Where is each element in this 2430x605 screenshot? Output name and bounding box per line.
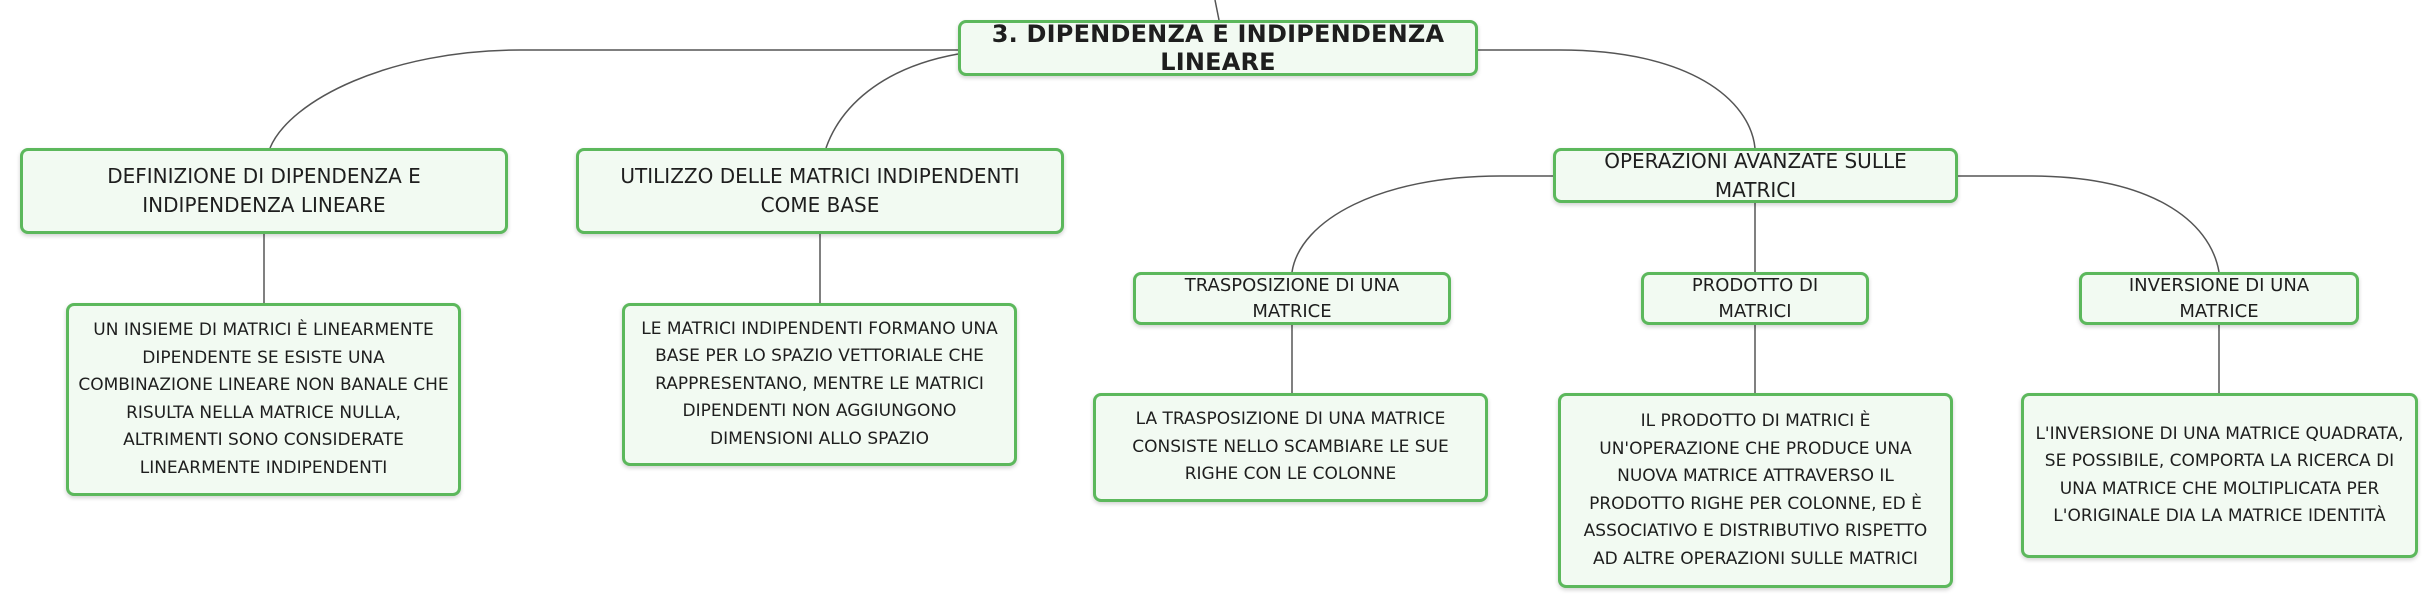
connector-root-utilizzo <box>825 53 959 149</box>
node-trasposizione-title: TRASPOSIZIONE DI UNA MATRICE <box>1184 274 1400 322</box>
desc-definizione[interactable]: UN INSIEME DI MATRICI È LINEARMENTE DIPE… <box>66 303 461 496</box>
node-inversione-title: INVERSIONE DI UNA MATRICE <box>2128 274 2310 322</box>
desc-utilizzo[interactable]: LE MATRICI INDIPENDENTI FORMANO UNA BASE… <box>622 303 1017 466</box>
desc-utilizzo-text: LE MATRICI INDIPENDENTI FORMANO UNA BASE… <box>641 318 998 449</box>
node-utilizzo-title: UTILIZZO DELLE MATRICI INDIPENDENTI COME… <box>620 164 1020 217</box>
desc-trasposizione[interactable]: LA TRASPOSIZIONE DI UNA MATRICE CONSISTE… <box>1093 393 1488 502</box>
connector-operazioni-trasposizione <box>1291 175 1553 273</box>
connector-root-operazioni <box>1478 49 1756 149</box>
connector-parent-root <box>1214 0 1220 21</box>
node-operazioni-title: OPERAZIONI AVANZATE SULLE MATRICI <box>1604 148 1907 202</box>
node-prodotto[interactable]: PRODOTTO DI MATRICI <box>1641 272 1869 325</box>
desc-definizione-text: UN INSIEME DI MATRICI È LINEARMENTE DIPE… <box>78 320 449 478</box>
connector-operazioni-inversione <box>1958 175 2220 273</box>
connector-root-definizione <box>269 49 958 149</box>
root-node[interactable]: 3. DIPENDENZA E INDIPENDENZA LINEARE <box>958 20 1478 76</box>
desc-prodotto-text: IL PRODOTTO DI MATRICI È UN'OPERAZIONE C… <box>1583 411 1928 569</box>
node-utilizzo[interactable]: UTILIZZO DELLE MATRICI INDIPENDENTI COME… <box>576 148 1064 234</box>
desc-inversione[interactable]: L'INVERSIONE DI UNA MATRICE QUADRATA, SE… <box>2021 393 2418 558</box>
node-definizione[interactable]: DEFINIZIONE DI DIPENDENZA E INDIPENDENZA… <box>20 148 508 234</box>
node-operazioni[interactable]: OPERAZIONI AVANZATE SULLE MATRICI <box>1553 148 1958 203</box>
desc-trasposizione-text: LA TRASPOSIZIONE DI UNA MATRICE CONSISTE… <box>1132 409 1449 485</box>
root-title: 3. DIPENDENZA E INDIPENDENZA LINEARE <box>991 20 1445 76</box>
node-trasposizione[interactable]: TRASPOSIZIONE DI UNA MATRICE <box>1133 272 1451 325</box>
node-inversione[interactable]: INVERSIONE DI UNA MATRICE <box>2079 272 2359 325</box>
desc-prodotto[interactable]: IL PRODOTTO DI MATRICI È UN'OPERAZIONE C… <box>1558 393 1953 588</box>
desc-inversione-text: L'INVERSIONE DI UNA MATRICE QUADRATA, SE… <box>2035 423 2404 527</box>
node-definizione-title: DEFINIZIONE DI DIPENDENZA E INDIPENDENZA… <box>107 164 421 217</box>
node-prodotto-title: PRODOTTO DI MATRICI <box>1691 274 1819 322</box>
